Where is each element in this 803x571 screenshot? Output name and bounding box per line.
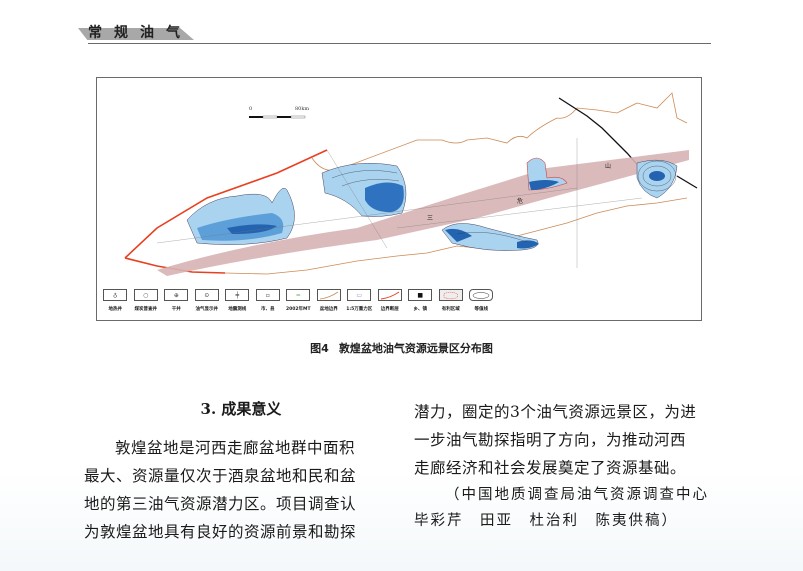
legend-item-geothermal-well: ♁ 地热井	[103, 289, 128, 319]
legend-item-town: ■ 乡、镇	[408, 289, 433, 319]
map-label: 三	[427, 215, 433, 222]
town-icon: ■	[408, 289, 433, 301]
contour-icon	[469, 289, 494, 301]
legend-item-basin-boundary: 盆地边界	[316, 289, 342, 319]
seismic-line-icon: ╪	[225, 289, 250, 301]
scale-start: 0	[249, 106, 253, 112]
credit-line: 毕彩芹 田亚 杜治利 陈夷供稿）	[414, 513, 678, 529]
legend-item-contour: 等值线	[469, 289, 494, 319]
oil-gas-show-well-icon: ⊙	[194, 289, 219, 301]
text-line: 敦煌盆地是河西走廊盆地群中面积	[115, 439, 356, 457]
figure-map: 三 危 山 0 80km ♁ 地热井 ○ 煤炭普查井 ⊕ 干井 ⊙ 油气显示井 …	[96, 77, 702, 321]
article-right-column: 潜力，圈定的3个油气资源远景区，为进 一步油气勘探指明了方向，为推动河西 走廊经…	[414, 398, 718, 534]
map-legend: ♁ 地热井 ○ 煤炭普查井 ⊕ 干井 ⊙ 油气显示井 ╪ 地震测线 ▫ 市、县 …	[103, 289, 503, 319]
author-credit: （中国地质调查局油气资源调查中心 毕彩芹 田亚 杜治利 陈夷供稿）	[414, 482, 718, 534]
figure-caption-text: 敦煌盆地油气资源远景区分布图	[338, 342, 493, 355]
basin-map-graphic: 三 危 山	[124, 92, 698, 276]
section-tab-shape	[78, 28, 194, 40]
text-line: 一步油气勘探指明了方向，为推动河西	[414, 431, 687, 449]
section-title: 常规油气	[88, 25, 192, 41]
city-county-icon: ▫	[255, 289, 280, 301]
text-line: 走廊经济和社会发展奠定了资源基础。	[414, 459, 687, 477]
legend-item-boundary-fault: 边界断层	[377, 289, 403, 319]
scale-end: 80km	[295, 106, 310, 112]
figure-number: 图4	[310, 342, 329, 355]
text-line: 潜力，圈定的3个油气资源远景区，为进	[414, 403, 697, 421]
credit-line: （中国地质调查局油气资源调查中心	[445, 487, 709, 503]
boundary-fault-icon	[377, 289, 402, 301]
text-line: 为敦煌盆地具有良好的资源前景和勘探	[84, 523, 357, 541]
figure-caption: 图4 敦煌盆地油气资源远景区分布图	[0, 340, 803, 356]
article-left-column: 3. 成果意义 敦煌盆地是河西走廊盆地群中面积 最大、资源量仅次于酒泉盆地和民和…	[84, 398, 388, 546]
paragraph-continuation: 潜力，圈定的3个油气资源远景区，为进 一步油气勘探指明了方向，为推动河西 走廊经…	[414, 398, 718, 482]
legend-item-seismic-line: ╪ 地震测线	[225, 289, 250, 319]
gravity-area-icon: ▭	[347, 289, 372, 301]
paragraph-significance: 敦煌盆地是河西走廊盆地群中面积 最大、资源量仅次于酒泉盆地和民和盆 地的第三油气…	[84, 434, 388, 546]
legend-item-city-county: ▫ 市、县	[255, 289, 281, 319]
section-subheading: 3. 成果意义	[200, 400, 282, 418]
basin-boundary-icon	[316, 289, 341, 301]
header-rule	[88, 43, 711, 44]
map-label: 危	[517, 197, 523, 205]
dry-well-icon: ⊕	[164, 289, 189, 301]
text-line: 地的第三油气资源潜力区。项目调查认	[84, 495, 357, 513]
legend-item-favorable-area: 有利区域	[438, 289, 464, 319]
legend-item-coal-survey-well: ○ 煤炭普查井	[133, 289, 159, 319]
scale-bar	[249, 115, 306, 119]
geothermal-well-icon: ♁	[103, 289, 128, 301]
mt-line-icon: ═	[286, 289, 311, 301]
legend-item-dry-well: ⊕ 干井	[164, 289, 189, 319]
section-header: 常规油气	[78, 22, 711, 44]
coal-survey-well-icon: ○	[133, 289, 158, 301]
legend-item-mt-2002: ═ 2002年MT	[286, 289, 311, 319]
text-line: 最大、资源量仅次于酒泉盆地和民和盆	[84, 467, 357, 485]
map-label: 山	[605, 162, 611, 170]
legend-item-oil-gas-show-well: ⊙ 油气显示井	[194, 289, 220, 319]
favorable-area-icon	[438, 289, 463, 301]
legend-item-gravity-area: ▭ 1:5万重力区	[346, 289, 372, 319]
